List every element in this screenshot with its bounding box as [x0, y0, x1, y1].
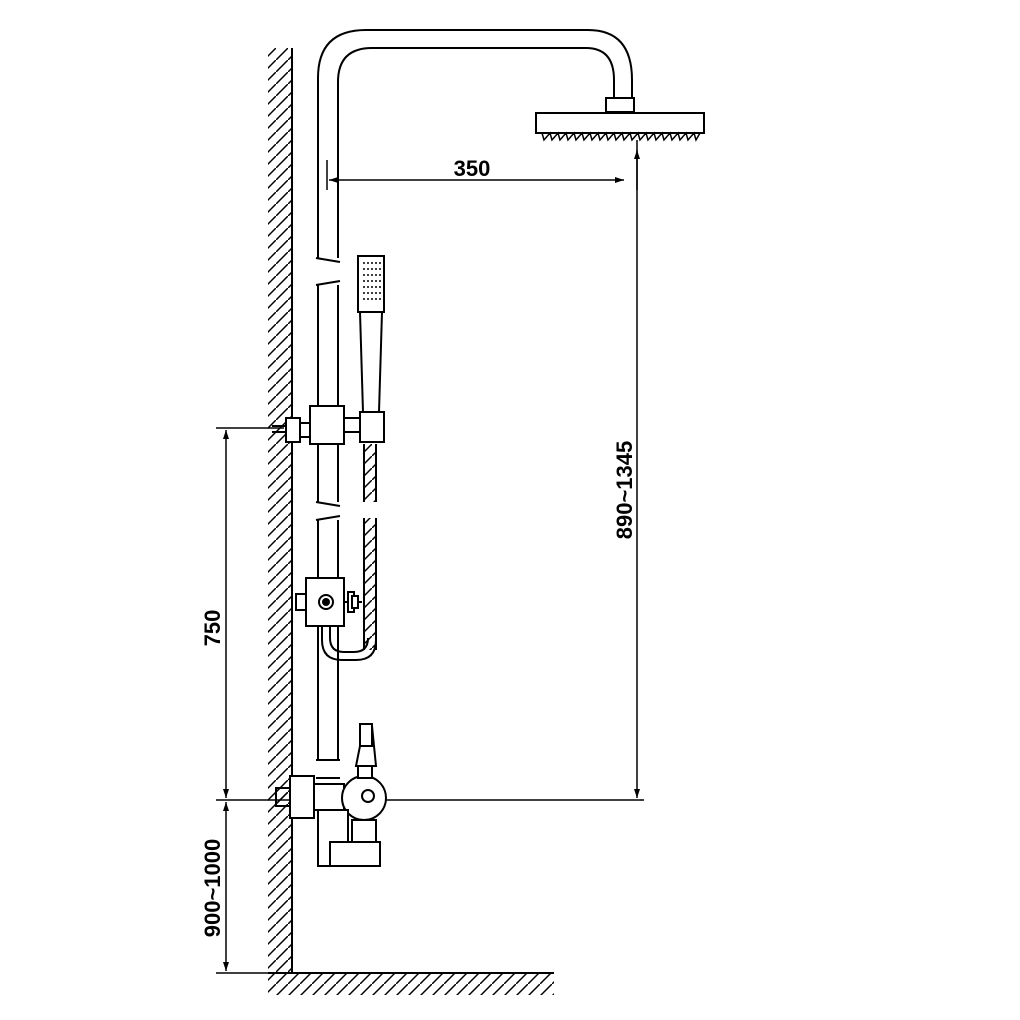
dimension-arm-reach: 350	[326, 140, 638, 190]
diverter-block	[295, 577, 362, 627]
dimension-label-install-height: 900~1000	[200, 839, 225, 938]
dimension-slide-length: 750	[200, 427, 290, 801]
dimension-height-range: 890~1345	[386, 150, 644, 801]
hose	[321, 444, 377, 661]
overhead-shower-head	[535, 97, 705, 142]
wall	[268, 48, 293, 973]
mixer-valve	[275, 723, 387, 867]
riser-pipe	[315, 29, 633, 779]
dimension-install-height: 900~1000	[200, 802, 268, 974]
dimension-label-height-range: 890~1345	[612, 441, 637, 540]
hand-shower	[357, 255, 385, 413]
floor	[268, 972, 554, 995]
dimension-label-slide-length: 750	[200, 610, 225, 647]
upper-bracket	[272, 405, 385, 445]
dimension-label-arm-reach: 350	[454, 156, 491, 181]
